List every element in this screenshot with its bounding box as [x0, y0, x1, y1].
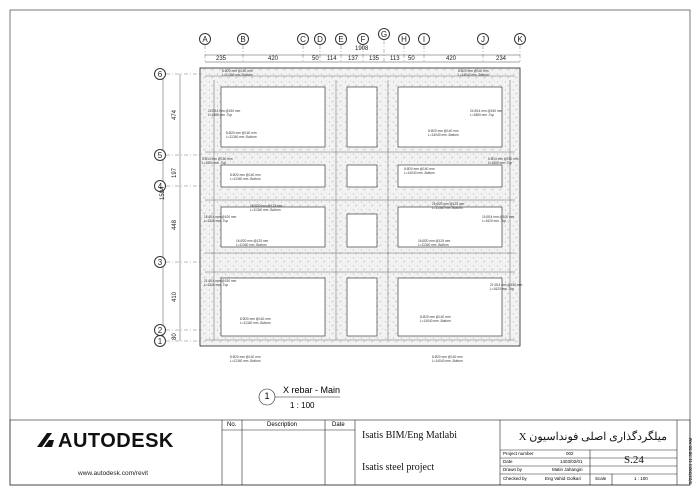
grid-row-2: 2: [154, 324, 166, 336]
dim-top-2: 420: [268, 56, 279, 62]
company-name: Isatis BIM/Eng Matlabi: [362, 430, 457, 441]
grid-column-k: K: [514, 33, 526, 45]
grid-column-b: B: [237, 33, 249, 45]
dim-top-9: 420: [446, 56, 457, 62]
grid-column-j: J: [477, 33, 489, 45]
dim-top-6: 135: [369, 56, 380, 62]
view-title: X rebar - Main: [283, 385, 341, 395]
slab-openings: [220, 86, 503, 337]
grid-column-e: E: [335, 33, 347, 45]
project-number-label: Project number: [503, 451, 534, 456]
grid-lines: [166, 40, 521, 342]
project-number-value: 002: [566, 451, 574, 456]
scale-value: 1 : 100: [634, 476, 648, 481]
grid-row-6: 6: [154, 68, 166, 80]
grid-column-h: H: [398, 33, 410, 45]
brand-website: www.autodesk.com/revit: [78, 470, 149, 477]
dim-top-5: 137: [348, 56, 359, 62]
dim-left-1: 474: [172, 109, 178, 120]
grid-row-3: 3: [154, 256, 166, 268]
title-block-frame: [9, 419, 691, 486]
dim-top-3: 50: [312, 56, 319, 62]
grid-column-g: G: [378, 28, 390, 40]
left-dimension-lines: [162, 74, 181, 341]
dim-overall-top: 1908: [355, 46, 369, 52]
revision-no-header: No.: [227, 422, 237, 428]
revision-description-header: Description: [267, 422, 298, 428]
drawn-by-label: Drawn by: [503, 467, 523, 472]
dim-left-overall: 1594: [160, 186, 166, 200]
dim-top-8: 50: [408, 56, 415, 62]
date-label: Date: [503, 459, 513, 464]
grid-column-i: I: [418, 33, 430, 45]
scale-label: Scale: [595, 476, 607, 481]
grid-column-a: A: [199, 33, 211, 45]
drawn-by-value: Matin Jahangiri: [552, 467, 583, 472]
dim-left-5: 80: [172, 333, 178, 340]
dim-top-7: 113: [390, 56, 400, 62]
autodesk-logo-icon: [37, 433, 54, 447]
revision-date-header: Date: [332, 422, 345, 428]
top-dimension-line: [205, 54, 520, 63]
dim-top-1: 235: [216, 56, 227, 62]
project-title: Isatis steel project: [362, 462, 435, 473]
sheet-number: S.24: [624, 454, 644, 466]
grid-column-c: C: [297, 33, 309, 45]
sheet-name: میلگردگذاری اصلی فونداسیون X: [518, 431, 667, 443]
grid-column-d: D: [314, 33, 326, 45]
dim-top-10: 234: [496, 56, 507, 62]
checked-by-label: Checked by: [503, 476, 527, 481]
checked-by-value: Eng Vahid Golkari: [545, 476, 581, 481]
grid-row-4: 4: [154, 180, 166, 192]
grid-column-f: F: [357, 33, 369, 45]
date-value: 1403/02/01: [560, 459, 583, 464]
dim-top-4: 114: [327, 56, 337, 62]
grid-row-5: 5: [154, 149, 166, 161]
dim-left-3: 448: [172, 219, 178, 230]
dim-left-4: 410: [172, 291, 178, 302]
view-number: 1: [264, 391, 270, 401]
rebar-lines: [205, 75, 515, 341]
print-timestamp: 5/22/2024 11:38:50 AM: [688, 437, 693, 484]
dim-left-2: 197: [172, 167, 178, 178]
grid-row-1: 1: [154, 335, 166, 347]
brand-name: AUTODESK: [58, 430, 174, 452]
view-title-symbol: [258, 388, 340, 406]
view-scale: 1 : 100: [290, 401, 315, 410]
